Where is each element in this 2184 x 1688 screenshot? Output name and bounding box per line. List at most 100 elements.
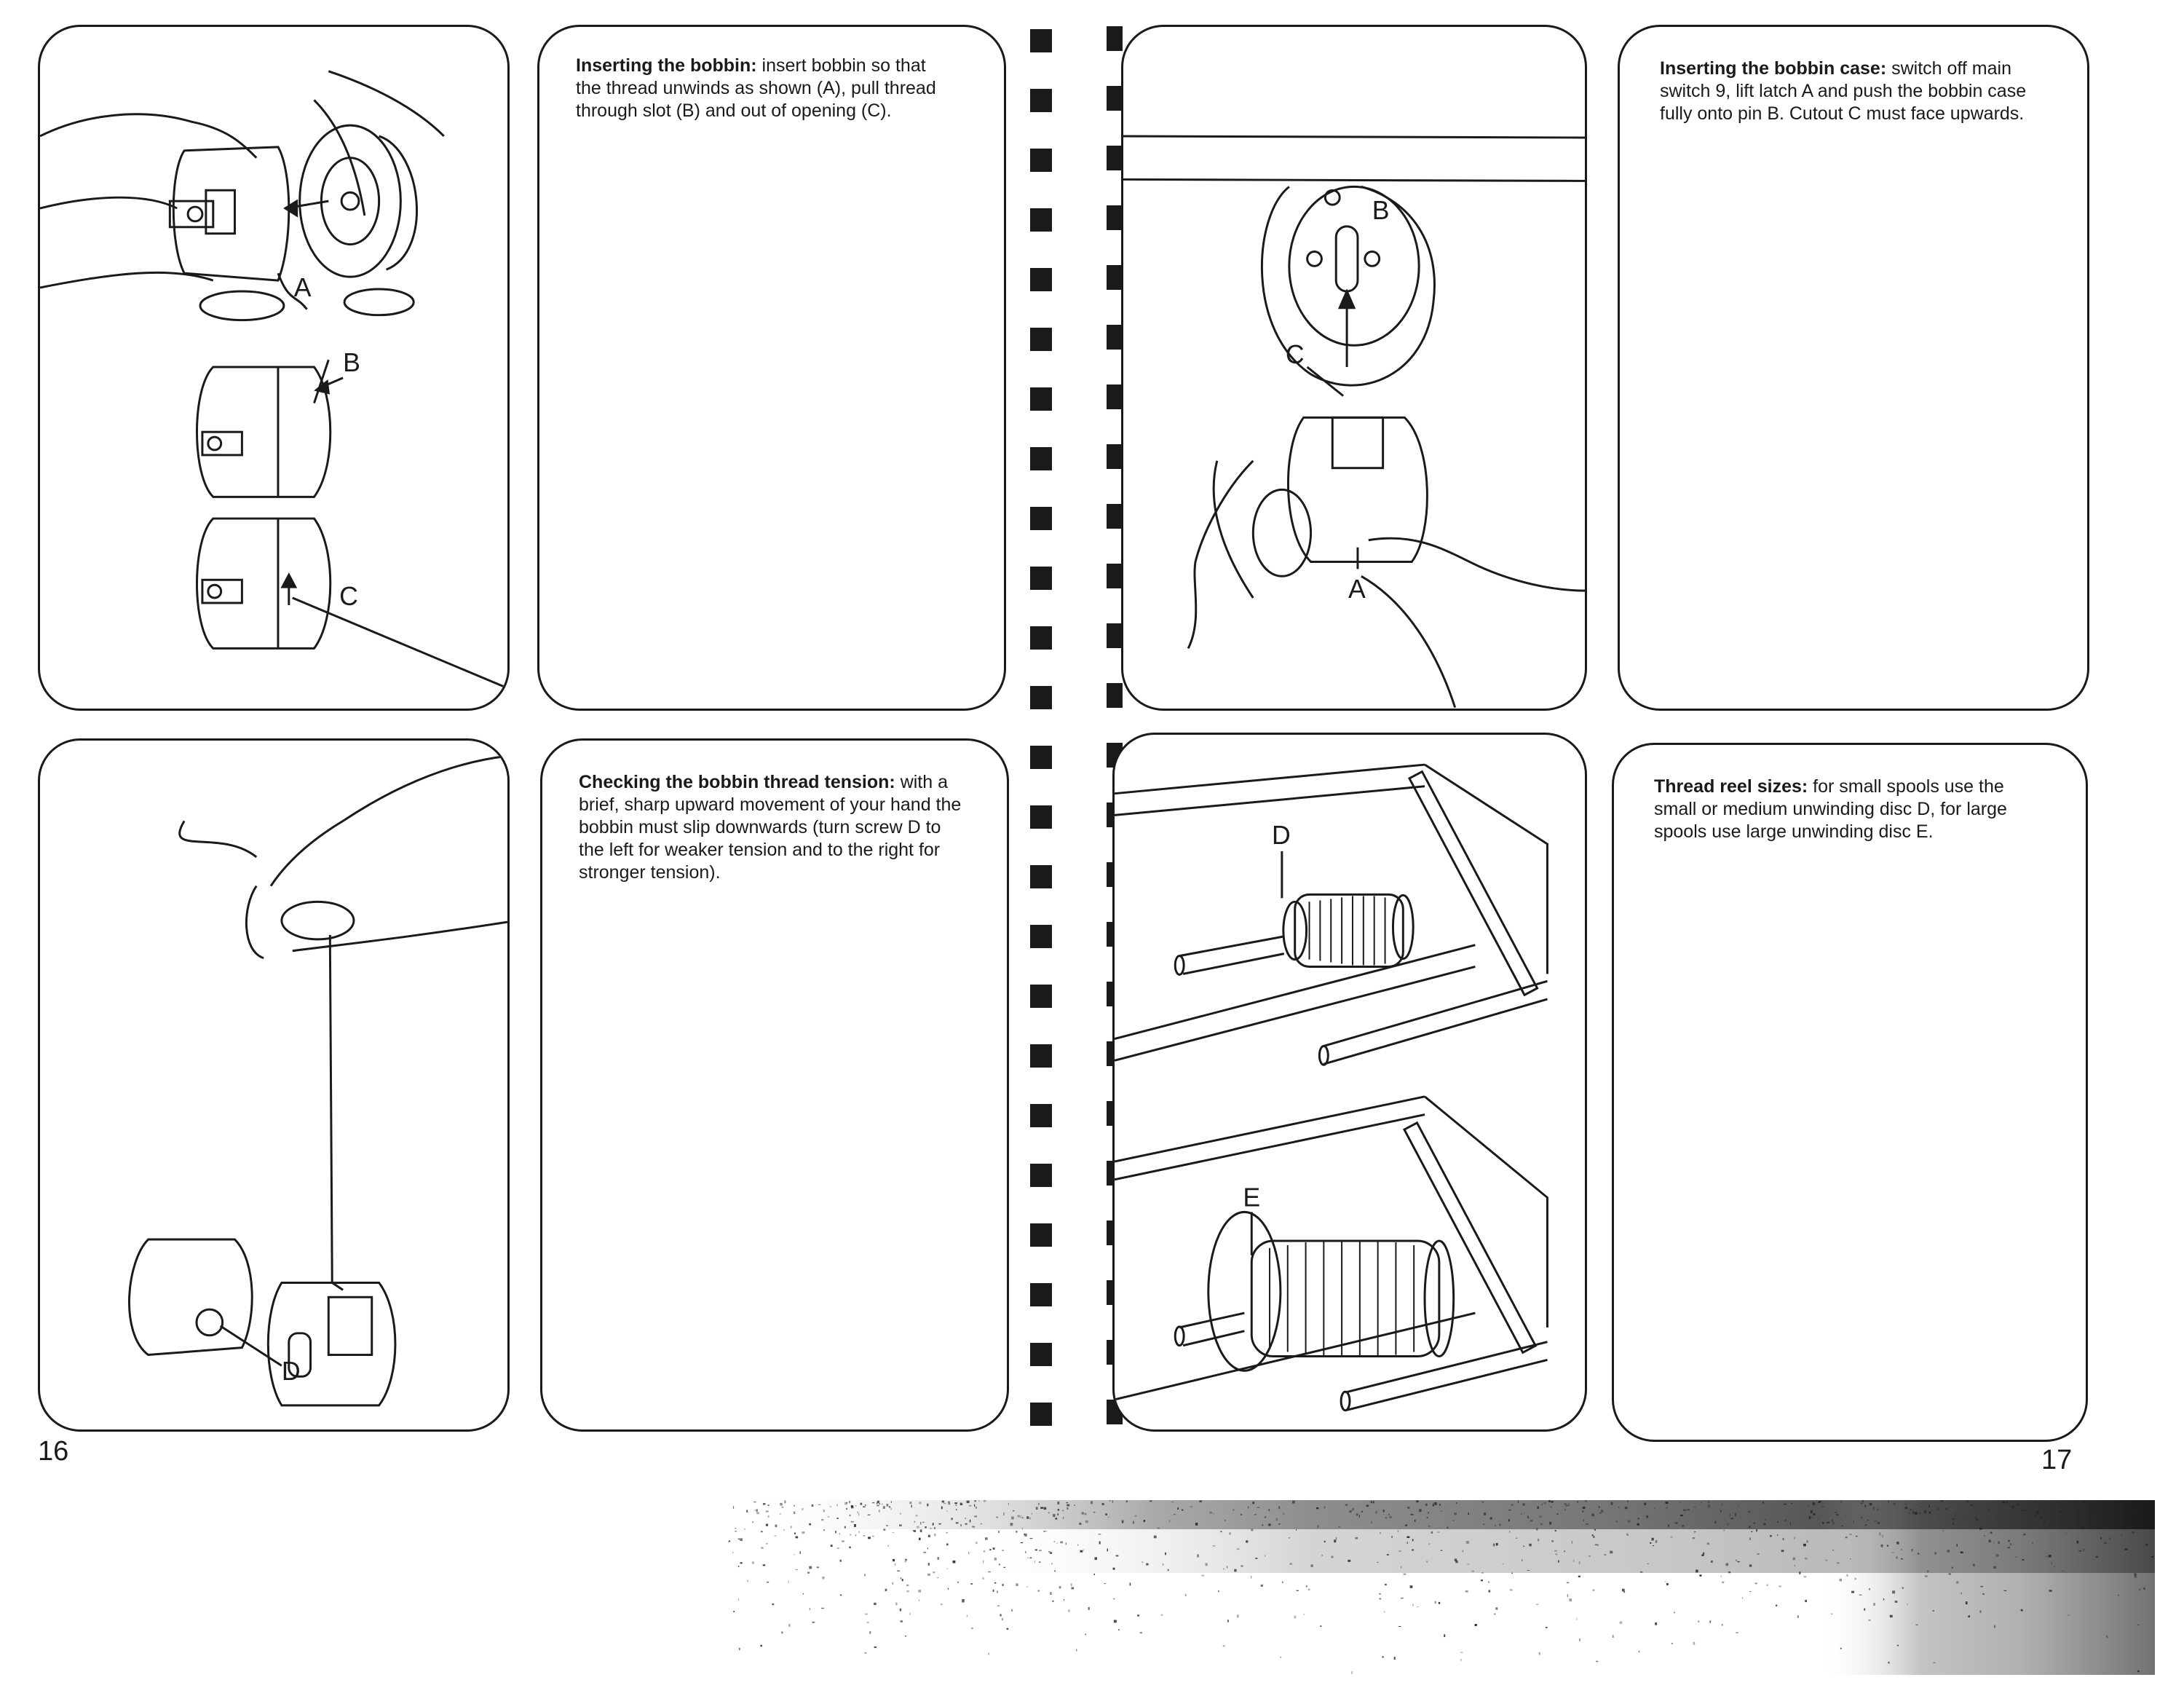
scan-speck — [1454, 1558, 1457, 1561]
scan-speck — [972, 1526, 976, 1528]
scan-speck — [1377, 1561, 1379, 1563]
scan-speck — [860, 1502, 863, 1505]
scan-speck — [1666, 1507, 1668, 1510]
scan-speck — [900, 1620, 903, 1622]
scan-speck — [1483, 1523, 1485, 1525]
scan-speck — [1651, 1537, 1654, 1541]
scan-speck — [1869, 1503, 1872, 1506]
scan-speck — [2068, 1614, 2070, 1616]
scan-speck — [1016, 1531, 1018, 1533]
scan-speck — [1049, 1552, 1053, 1554]
scan-speck — [966, 1614, 968, 1617]
scan-speck — [968, 1551, 970, 1555]
scan-speck — [1556, 1513, 1559, 1515]
scan-speck — [1153, 1535, 1157, 1539]
scan-speck — [1262, 1524, 1264, 1526]
illustration-panel-bobbin-tension: D — [38, 738, 510, 1432]
scan-speck — [1622, 1588, 1625, 1592]
scan-speck — [1428, 1543, 1431, 1545]
scan-speck — [1860, 1502, 1863, 1504]
scan-speck — [885, 1588, 887, 1591]
scan-speck — [914, 1521, 915, 1523]
scan-speck — [1020, 1542, 1024, 1544]
scan-speck — [927, 1563, 930, 1566]
scan-speck — [920, 1521, 922, 1525]
scan-speck — [1375, 1510, 1377, 1514]
scan-speck — [1940, 1500, 1944, 1502]
scan-speck — [1386, 1554, 1389, 1555]
scan-speck — [1066, 1502, 1069, 1504]
scan-speck — [2082, 1549, 2085, 1552]
scan-speck — [2146, 1504, 2148, 1506]
scan-speck — [1831, 1519, 1833, 1522]
scan-speck — [2104, 1542, 2107, 1544]
scan-speck — [1307, 1588, 1310, 1590]
scan-speck — [1382, 1510, 1385, 1513]
scan-speck — [1644, 1502, 1647, 1505]
scan-speck — [1104, 1583, 1107, 1585]
scan-speck — [1184, 1593, 1187, 1596]
scan-speck — [1113, 1620, 1117, 1623]
scan-speck — [1403, 1573, 1406, 1575]
scan-speck — [1671, 1643, 1673, 1644]
scan-speck — [2100, 1537, 2102, 1539]
scan-speck — [917, 1526, 919, 1529]
bobbin-insertion-illustration: A B C — [40, 70, 507, 690]
scan-speck — [1440, 1510, 1443, 1512]
scan-speck — [1059, 1586, 1061, 1589]
scan-speck — [1048, 1550, 1051, 1553]
scan-speck — [1753, 1522, 1755, 1524]
scan-speck — [762, 1564, 766, 1566]
scan-speck — [1934, 1552, 1936, 1555]
scan-speck — [1880, 1544, 1883, 1547]
scan-speck — [751, 1561, 754, 1564]
scan-speck — [1873, 1603, 1875, 1606]
scan-speck — [864, 1574, 866, 1577]
scan-speck — [2118, 1594, 2119, 1596]
scan-speck — [1371, 1521, 1373, 1524]
scan-speck — [1306, 1585, 1307, 1588]
scan-speck — [1003, 1566, 1006, 1568]
scan-speck — [2007, 1504, 2009, 1506]
scan-speck — [1998, 1541, 2000, 1545]
scan-speck — [1038, 1502, 1040, 1505]
scan-speck — [1053, 1540, 1055, 1543]
scan-speck — [1372, 1501, 1374, 1504]
scan-speck — [1808, 1516, 1811, 1519]
scan-speck — [1987, 1509, 1990, 1513]
scan-speck — [1431, 1531, 1433, 1534]
binding-ring-right — [1107, 444, 1123, 469]
scan-speck — [1093, 1512, 1096, 1513]
thread-reel-text: Thread reel sizes: for small spools use … — [1654, 776, 2047, 843]
scan-speck — [1679, 1502, 1681, 1503]
scan-speck — [1877, 1508, 1879, 1510]
scan-speck — [1039, 1550, 1042, 1551]
binding-ring-left — [1030, 328, 1052, 351]
scan-speck — [1961, 1593, 1962, 1595]
scan-speck — [984, 1500, 986, 1502]
scan-speck — [1979, 1610, 1982, 1613]
scan-speck — [992, 1547, 995, 1550]
scan-speck — [1495, 1525, 1496, 1527]
scan-speck — [1686, 1509, 1690, 1511]
scan-speck — [901, 1579, 903, 1582]
scan-speck — [839, 1559, 842, 1562]
scan-speck — [2012, 1507, 2014, 1510]
scan-speck — [1508, 1519, 1510, 1522]
scan-speck — [1209, 1511, 1212, 1514]
scan-speck — [836, 1547, 839, 1549]
scan-speck — [937, 1557, 940, 1560]
scan-speck — [999, 1563, 1000, 1566]
scan-speck — [997, 1590, 999, 1593]
scan-speck — [1591, 1513, 1594, 1517]
scan-speck — [992, 1589, 994, 1592]
scan-speck — [735, 1531, 737, 1532]
scan-speck — [1220, 1531, 1222, 1533]
scan-speck — [2151, 1556, 2154, 1558]
scan-speck — [970, 1583, 973, 1585]
scan-speck — [1351, 1507, 1355, 1511]
scan-speck — [1626, 1533, 1629, 1536]
scan-speck — [962, 1599, 965, 1603]
scan-speck — [1162, 1563, 1164, 1566]
scan-speck — [1112, 1567, 1115, 1570]
